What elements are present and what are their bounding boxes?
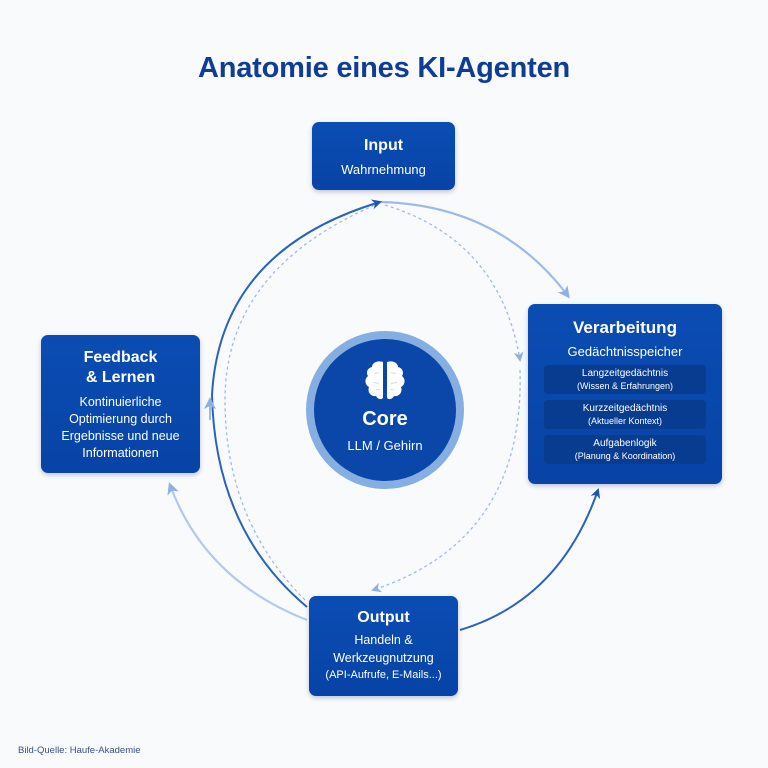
- arrow-output-to-feedback: [167, 482, 308, 622]
- memory-item-detail: (Planung & Koordination): [574, 451, 676, 461]
- feedback-title-line2: & Lernen: [85, 369, 156, 386]
- core-node: Core LLM / Gehirn: [306, 331, 464, 489]
- input-subtitle: Wahrnehmung: [341, 162, 426, 177]
- memory-item-tasklogic: Aufgabenlogik (Planung & Koordination): [544, 435, 706, 464]
- memory-item-title: Langzeitgedächtnis: [581, 368, 669, 379]
- memory-item-title: Aufgabenlogik: [593, 438, 657, 449]
- arrow-input-to-processing-dashed: [384, 204, 524, 362]
- feedback-description: Kontinuierliche Optimierung durch Ergebn…: [41, 394, 200, 462]
- input-node: Input Wahrnehmung: [312, 122, 455, 190]
- output-subtitle-line2: Werkzeugnutzung: [333, 651, 434, 665]
- core-subtitle: LLM / Gehirn: [347, 438, 423, 453]
- arrow-input-to-processing: [379, 200, 570, 299]
- feedback-desc-line: Informationen: [82, 446, 159, 460]
- image-source: Bild-Quelle: Haufe-Akademie: [18, 745, 141, 756]
- input-title: Input: [363, 137, 404, 154]
- memory-item-detail: (Aktueller Kontext): [587, 416, 663, 426]
- arrow-processing-to-output-dashed: [371, 369, 521, 593]
- feedback-desc-line: Ergebnisse und neue: [61, 429, 180, 443]
- core-title: Core: [362, 408, 408, 430]
- feedback-desc-line: Optimierung durch: [69, 412, 172, 426]
- output-subtitle: Handeln & Werkzeugnutzung: [309, 631, 458, 667]
- arrow-output-to-input: [210, 199, 382, 608]
- memory-item-shortterm: Kurzzeitgedächtnis (Aktueller Kontext): [544, 400, 706, 429]
- feedback-title: Feedback & Lernen: [41, 348, 200, 388]
- processing-node: Verarbeitung Gedächtnisspeicher Langzeit…: [528, 304, 722, 484]
- memory-item-longterm: Langzeitgedächtnis (Wissen & Erfahrungen…: [544, 365, 706, 394]
- output-title: Output: [357, 609, 410, 626]
- page-title: Anatomie eines KI-Agenten: [197, 52, 571, 84]
- feedback-desc-line: Kontinuierliche: [79, 395, 162, 409]
- output-subtitle-line1: Handeln &: [354, 633, 413, 647]
- output-node: Output Handeln & Werkzeugnutzung (API-Au…: [309, 596, 458, 696]
- memory-item-title: Kurzzeitgedächtnis: [582, 403, 668, 414]
- memory-item-detail: (Wissen & Erfahrungen): [576, 381, 674, 391]
- output-note: (API-Aufrufe, E-Mails...): [325, 669, 442, 681]
- arrow-output-to-processing: [459, 488, 601, 631]
- processing-subtitle: Gedächtnisspeicher: [567, 344, 683, 359]
- feedback-title-line1: Feedback: [83, 349, 158, 366]
- feedback-node: Feedback & Lernen Kontinuierliche Optimi…: [41, 335, 200, 473]
- brain-icon: [314, 359, 456, 406]
- processing-title: Verarbeitung: [573, 318, 677, 337]
